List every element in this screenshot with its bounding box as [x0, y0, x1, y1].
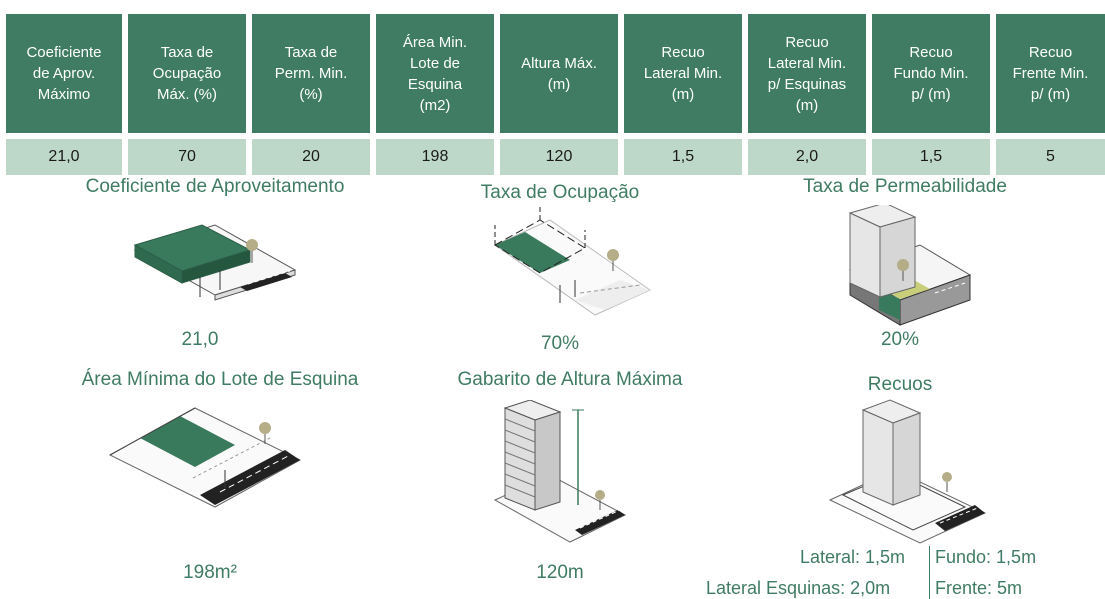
recuo-frente-label: Frente: 5m — [935, 578, 1023, 598]
diagram-lote-esquina — [108, 407, 302, 508]
value-lote-esquina: 198m² — [183, 562, 237, 583]
header-recuo-lateral-esquinas: Recuo Lateral Min. p/ Esquinas (m) — [748, 14, 866, 133]
value-permeabilidade: 20% — [880, 329, 920, 350]
diagram-altura — [493, 400, 627, 543]
diagram-ocupacao — [493, 205, 652, 316]
title-recuos: Recuos — [867, 374, 933, 395]
diagram-permeabilidade — [848, 205, 972, 326]
recuo-divider — [929, 546, 930, 599]
diagram-aproveitamento — [133, 224, 297, 301]
value-taxa-permeabilidade: 20 — [252, 139, 370, 175]
title-permeabilidade: Taxa de Permeabilidade — [803, 176, 1007, 197]
value-recuo-fundo: 1,5 — [872, 139, 990, 175]
value-altura: 120m — [536, 562, 584, 583]
value-aproveitamento: 21,0 — [181, 329, 219, 350]
value-taxa-ocupacao: 70 — [128, 139, 246, 175]
title-lote-esquina: Área Mínima do Lote de Esquina — [81, 369, 359, 390]
header-recuo-fundo: Recuo Fundo Min. p/ (m) — [872, 14, 990, 133]
title-ocupacao: Taxa de Ocupação — [480, 182, 640, 203]
header-coeficiente: Coeficiente de Aprov. Máximo — [6, 14, 122, 133]
title-altura: Gabarito de Altura Máxima — [457, 369, 683, 390]
recuo-fundo-label: Fundo: 1,5m — [935, 547, 1037, 567]
value-altura-max: 120 — [500, 139, 618, 175]
value-area-lote-esquina: 198 — [376, 139, 494, 175]
recuo-lateral-label: Lateral: 1,5m — [800, 547, 906, 567]
header-taxa-ocupacao: Taxa de Ocupação Máx. (%) — [128, 14, 246, 133]
value-recuo-lateral-esquinas: 2,0 — [748, 139, 866, 175]
header-recuo-frente: Recuo Frente Min. p/ (m) — [996, 14, 1105, 133]
value-ocupacao: 70% — [540, 333, 580, 354]
title-aproveitamento: Coeficiente de Aproveitamento — [85, 176, 345, 197]
value-recuo-frente: 5 — [996, 139, 1105, 175]
value-recuo-lateral: 1,5 — [624, 139, 742, 175]
header-taxa-permeabilidade: Taxa de Perm. Min. (%) — [252, 14, 370, 133]
diagram-recuos — [828, 399, 987, 544]
value-coeficiente: 21,0 — [6, 139, 122, 175]
recuo-lateral-esquinas-label: Lateral Esquinas: 2,0m — [706, 578, 891, 598]
header-recuo-lateral: Recuo Lateral Min. (m) — [624, 14, 742, 133]
header-area-lote-esquina: Área Min. Lote de Esquina (m2) — [376, 14, 494, 133]
header-altura-max: Altura Máx. (m) — [500, 14, 618, 133]
